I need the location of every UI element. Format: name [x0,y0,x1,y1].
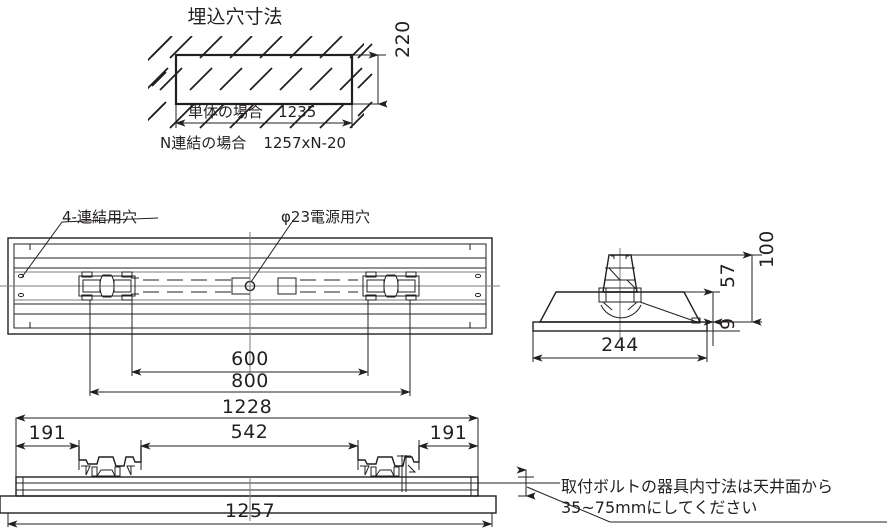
section-view-group [532,248,762,362]
installation-note-line2: 35~75mmにしてください [561,498,758,518]
top-view-group [148,36,388,129]
dim-recess-height: 220 [392,20,414,58]
dim-1228: 1228 [221,396,273,418]
top-view-title-text: 埋込穴寸法 [187,6,283,28]
dim-single-unit: 単体の場合 1235 [188,103,317,121]
callout-connector-hole: 4-連結用穴 [62,208,137,226]
clearance-dimension [516,466,887,523]
section-hatch-icon [148,36,364,91]
dim-191-right: 191 [429,422,468,444]
callout-power-hole: φ23電源用穴 [281,208,370,226]
lamp-holder-left [78,271,139,301]
elevation-view-group [0,414,887,528]
callout-leader-right [250,221,293,283]
dim-600: 600 [231,348,269,370]
top-view-title: 埋込穴寸法 [0,2,470,29]
dim-800: 800 [231,370,269,392]
callout-leader-left [21,217,159,278]
plan-view-group [0,217,500,396]
installation-note: 取付ボルトの器具内寸法は天井面から 35~75mmにしてください [561,476,833,518]
recess-hole-rect [174,53,354,106]
lamp-holder-right [362,271,420,301]
dim-542: 542 [230,421,269,443]
dim-244: 244 [601,334,639,356]
installation-note-line1: 取付ボルトの器具内寸法は天井面から [561,477,834,496]
dim-191-left: 191 [28,422,67,444]
mounting-bolt [397,455,411,492]
dim-multi-unit: N連結の場合 1257xN-20 [160,134,347,152]
dim-1257: 1257 [224,500,276,522]
